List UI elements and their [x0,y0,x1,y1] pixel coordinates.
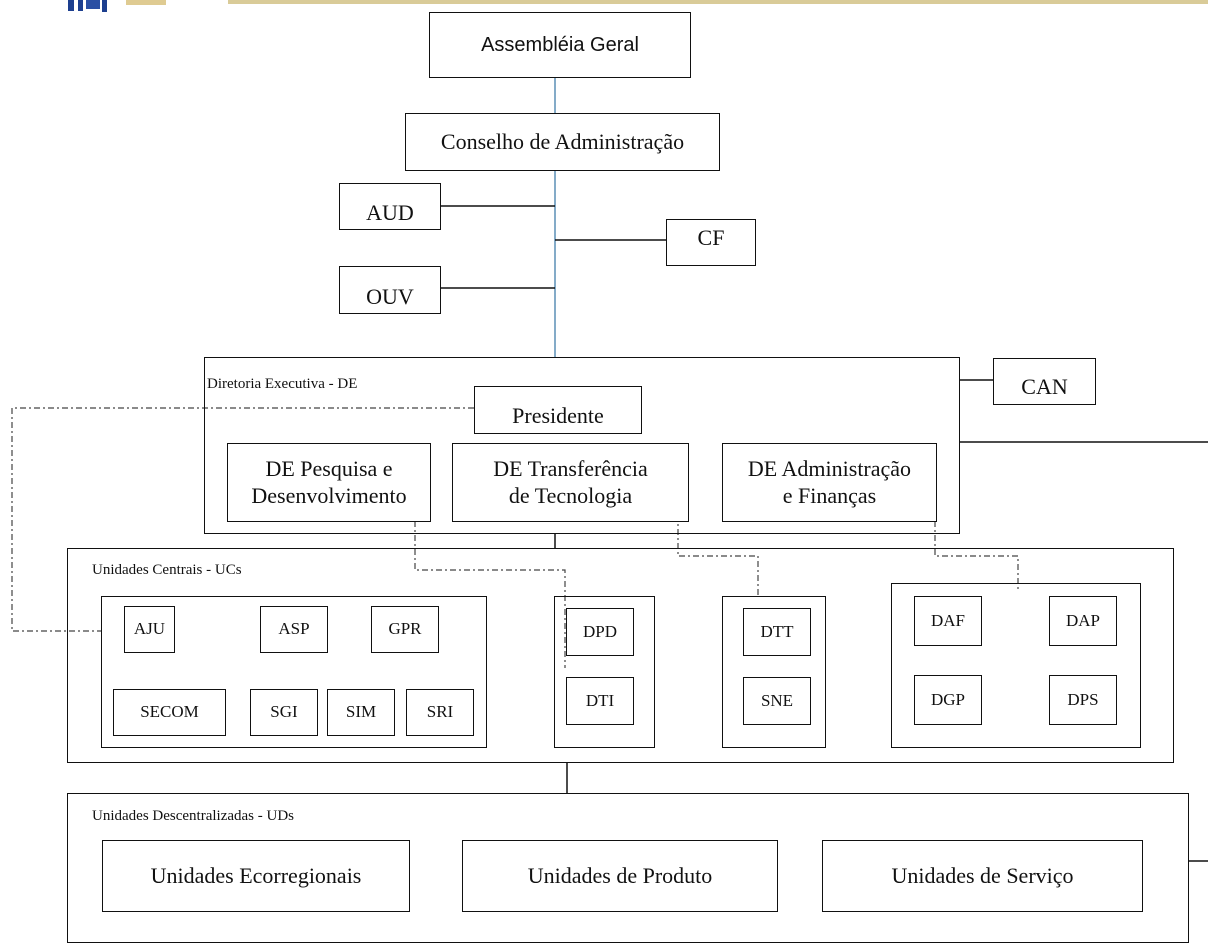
directorate-research-box: DE Pesquisa e Desenvolvimento [227,443,431,522]
logo-fragment [68,0,166,12]
central-units-frame [67,548,1174,763]
central-group-4 [891,583,1141,748]
directorate-research-line1: DE Pesquisa e [265,456,393,482]
unit-dps: DPS [1049,675,1117,725]
central-group-1 [101,596,487,748]
unit-daf: DAF [914,596,982,646]
board-box: Conselho de Administração [405,113,720,171]
cf-box: CF [666,219,756,266]
central-units-title: Unidades Centrais - UCs [92,562,242,578]
executive-board-title: Diretoria Executiva - DE [207,376,358,392]
unit-dpd: DPD [566,608,634,656]
can-box: CAN [993,358,1096,405]
unit-asp: ASP [260,606,328,653]
unit-sne: SNE [743,677,811,725]
directorate-tech-transfer-line2: de Tecnologia [508,482,633,508]
aud-box: AUD [339,183,441,230]
unit-product: Unidades de Produto [462,840,778,912]
unit-dtt: DTT [743,608,811,656]
unit-dgp: DGP [914,675,982,725]
directorate-admin-finance-line2: e Finanças [782,482,877,508]
unit-sim: SIM [327,689,395,736]
unit-aju: AJU [124,606,175,653]
directorate-admin-finance-line1: DE Administração [747,456,912,482]
ouv-box: OUV [339,266,441,314]
decentral-units-title: Unidades Descentralizadas - UDs [92,808,295,824]
header-banner-fragment [228,0,1208,4]
directorate-tech-transfer-box: DE Transferência de Tecnologia [452,443,689,522]
president-box: Presidente [474,386,642,434]
unit-sgi: SGI [250,689,318,736]
directorate-admin-finance-box: DE Administração e Finanças [722,443,937,522]
assembly-box: Assembléia Geral [429,12,691,78]
unit-dti: DTI [566,677,634,725]
unit-ecoregional: Unidades Ecorregionais [102,840,410,912]
unit-gpr: GPR [371,606,439,653]
unit-sri: SRI [406,689,474,736]
central-group-2 [554,596,655,748]
directorate-tech-transfer-line1: DE Transferência [493,456,648,482]
unit-service: Unidades de Serviço [822,840,1143,912]
executive-board-frame [204,357,960,534]
central-group-3 [722,596,826,748]
unit-dap: DAP [1049,596,1117,646]
unit-secom: SECOM [113,689,226,736]
directorate-research-line2: Desenvolvimento [251,482,407,508]
